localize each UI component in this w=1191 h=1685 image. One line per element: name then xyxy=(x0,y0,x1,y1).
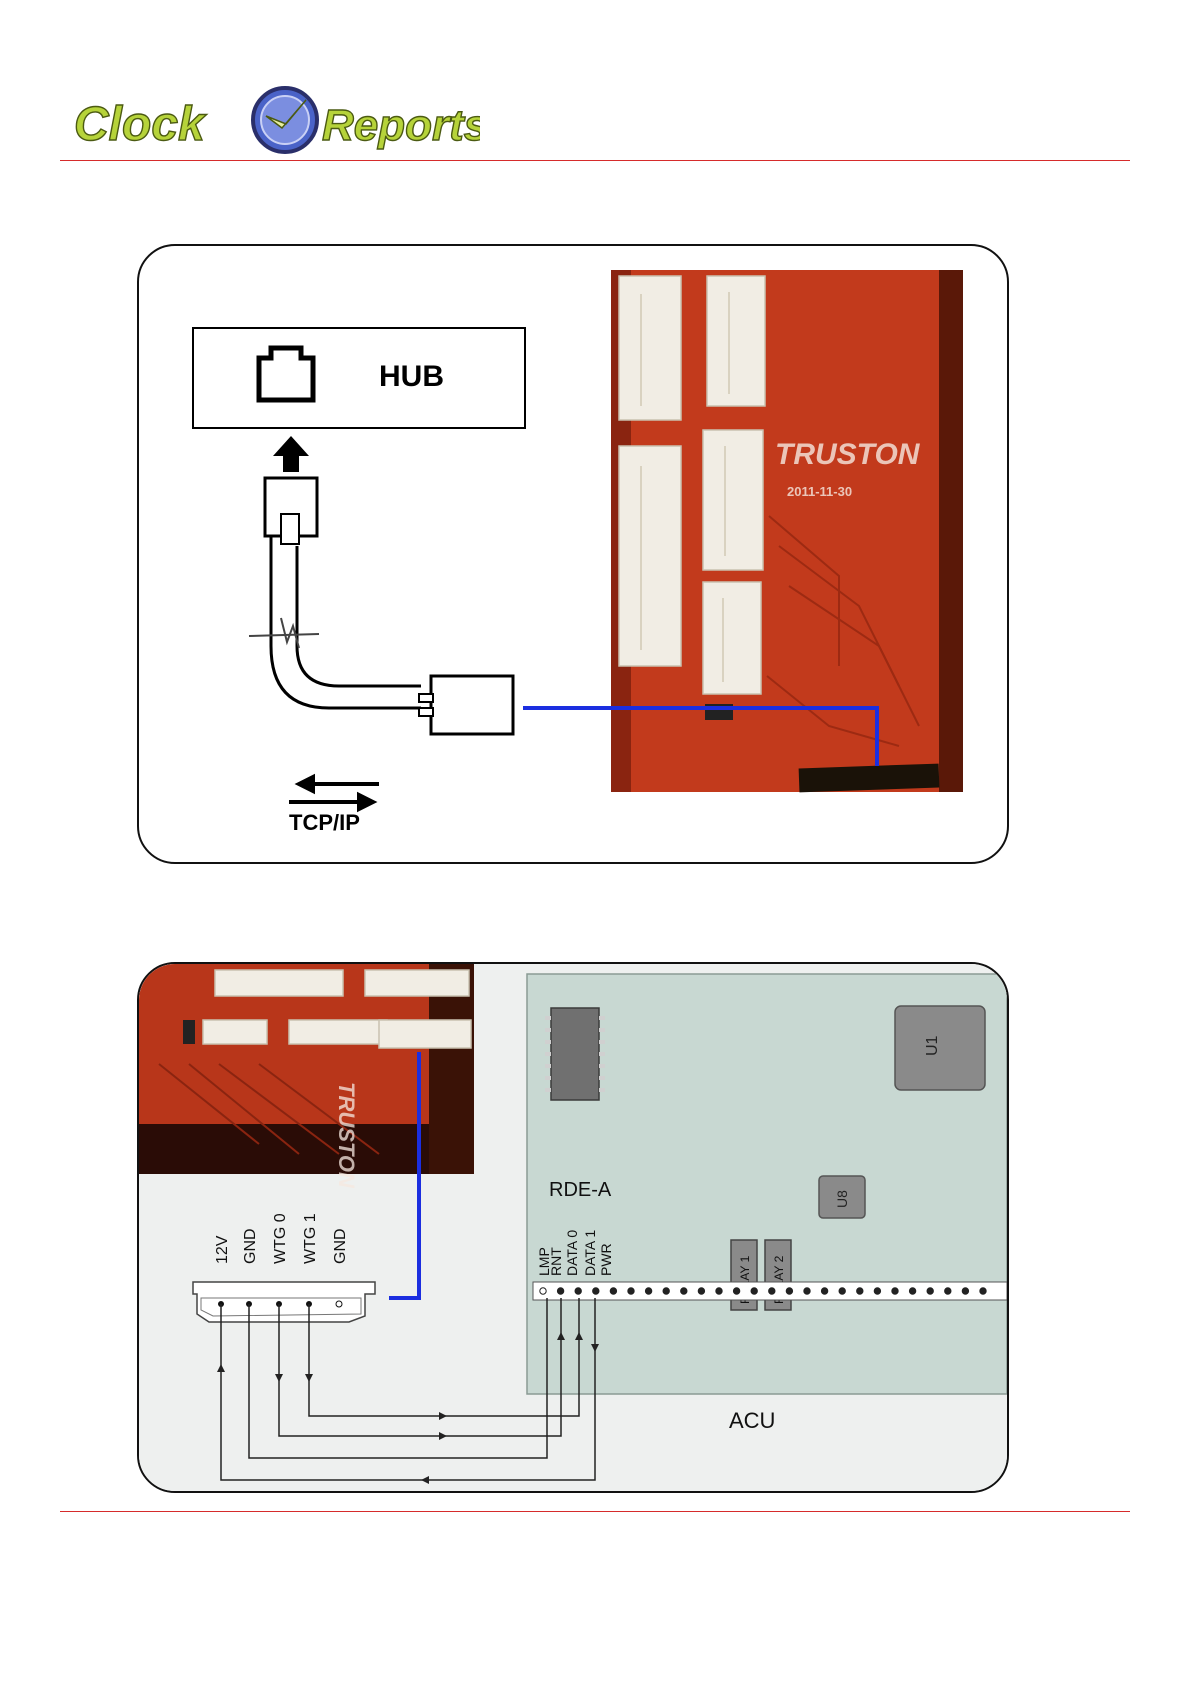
header-divider xyxy=(60,160,1130,161)
terminal-pin xyxy=(628,1288,634,1294)
network-cable xyxy=(271,536,421,708)
terminal-pin xyxy=(698,1288,704,1294)
terminal-pin xyxy=(663,1288,669,1294)
terminal-pin xyxy=(874,1288,880,1294)
controller-board-photo: TRUSTON xyxy=(139,964,474,1189)
connector-pin-wtg0: WTG 0 xyxy=(272,1213,289,1264)
connector-pin-wtg1: WTG 1 xyxy=(302,1213,319,1264)
terminal-pin xyxy=(610,1288,616,1294)
clock-icon xyxy=(253,88,317,152)
footer-divider xyxy=(60,1511,1130,1512)
board-brand: TRUSTON xyxy=(334,1082,359,1189)
terminal-pin xyxy=(540,1288,546,1294)
network-wiring-panel: HUB TCP/ xyxy=(137,244,1009,864)
up-arrow-icon xyxy=(273,436,309,472)
hub-box xyxy=(193,328,525,428)
connector-pin-gnd-2: GND xyxy=(332,1228,349,1264)
terminal-pin xyxy=(786,1288,792,1294)
terminal-pin xyxy=(962,1288,968,1294)
terminal-pin xyxy=(857,1288,863,1294)
controller-board-photo: TRUSTON 2011-11-30 xyxy=(611,270,963,792)
board-date: 2011-11-30 xyxy=(787,484,852,499)
terminal-pin xyxy=(945,1288,951,1294)
cable-break-mark xyxy=(249,618,319,648)
connector-pin-gnd-1: GND xyxy=(242,1228,259,1264)
terminal-pin xyxy=(821,1288,827,1294)
terminal-pin xyxy=(804,1288,810,1294)
acu-label: ACU xyxy=(729,1408,775,1433)
terminal-pin xyxy=(751,1288,757,1294)
acu-pin-data0: DATA 0 xyxy=(564,1230,580,1276)
network-module-icon xyxy=(419,676,513,734)
ic-chip-icon xyxy=(545,1008,605,1100)
terminal-pin xyxy=(593,1288,599,1294)
terminal-pin xyxy=(681,1288,687,1294)
reader-wiring-diagram: TRUSTON U1 U8 RDE-A RELAY 1 RELAY 2 xyxy=(139,964,1007,1491)
chip-u8: U8 xyxy=(819,1176,865,1218)
board-brand: TRUSTON xyxy=(775,438,921,471)
connector-pin-12v: 12V xyxy=(214,1235,231,1264)
acu-pin-pwr: PWR xyxy=(598,1243,614,1276)
terminal-pin xyxy=(733,1288,739,1294)
terminal-pin xyxy=(716,1288,722,1294)
rj45-plug-icon xyxy=(265,478,317,544)
chip-u1: U1 xyxy=(895,1006,985,1090)
reader-wiring-panel: TRUSTON U1 U8 RDE-A RELAY 1 RELAY 2 xyxy=(137,962,1009,1493)
clock-reports-logo: Clock Reports xyxy=(60,78,480,168)
terminal-pin xyxy=(980,1288,986,1294)
reader-label: RDE-A xyxy=(549,1179,612,1201)
chip-u1-label: U1 xyxy=(924,1035,941,1056)
acu-pin-data1: DATA 1 xyxy=(582,1230,598,1276)
hub-label: HUB xyxy=(379,360,444,393)
terminal-pin xyxy=(557,1288,563,1294)
logo-word-left: Clock xyxy=(74,98,207,151)
protocol-label: TCP/IP xyxy=(289,810,360,835)
chip-u8-label: U8 xyxy=(834,1190,850,1208)
network-wiring-diagram: HUB TCP/ xyxy=(139,246,1007,862)
terminal-pin xyxy=(892,1288,898,1294)
logo-word-right: Reports xyxy=(322,101,480,150)
acu-pin-rnt: RNT xyxy=(548,1247,564,1276)
bidirectional-arrow-icon xyxy=(289,777,379,809)
terminal-pin xyxy=(645,1288,651,1294)
terminal-pin xyxy=(839,1288,845,1294)
terminal-pin xyxy=(769,1288,775,1294)
terminal-pin xyxy=(575,1288,581,1294)
terminal-pin xyxy=(909,1288,915,1294)
terminal-pin xyxy=(927,1288,933,1294)
